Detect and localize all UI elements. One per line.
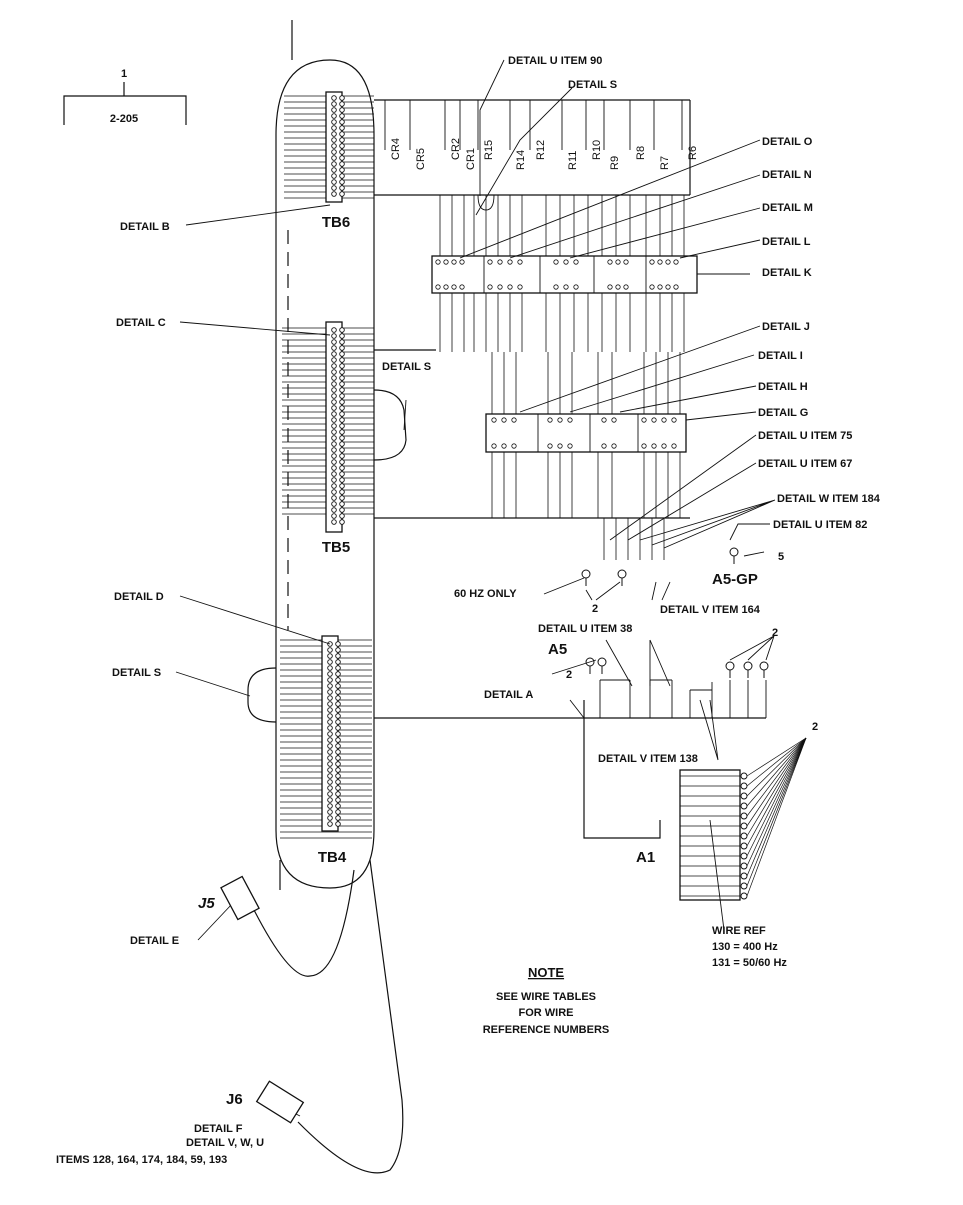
callout-detail-v-item-164: DETAIL V ITEM 164	[660, 604, 761, 616]
strip-terminals	[435, 259, 679, 449]
a5-assembly	[583, 679, 767, 839]
callout-detail-n: DETAIL N	[762, 169, 812, 181]
callout-60hz-only: 60 HZ ONLY	[454, 588, 517, 600]
j6-label: J6	[226, 1091, 243, 1108]
terminal-studs	[327, 95, 345, 827]
number-two-d: 2	[812, 721, 818, 733]
callout-detail-j: DETAIL J	[762, 321, 810, 333]
callout-detail-w-item-184: DETAIL W ITEM 184	[777, 493, 881, 505]
callout-detail-u-item-67: DETAIL U ITEM 67	[758, 458, 852, 470]
callout-detail-a: DETAIL A	[484, 689, 533, 701]
leader-lines	[175, 59, 776, 1117]
callout-detail-s-mid: DETAIL S	[382, 361, 431, 373]
sheet-page: 2-205	[110, 113, 138, 125]
callout-detail-u-item-75: DETAIL U ITEM 75	[758, 430, 852, 442]
component-label: R6	[687, 146, 699, 160]
callout-detail-m: DETAIL M	[762, 202, 813, 214]
callout-labels: DETAIL U ITEM 90 DETAIL S DETAIL O DETAI…	[56, 55, 881, 1166]
wire-reference: WIRE REF 130 = 400 Hz 131 = 50/60 Hz	[712, 925, 787, 969]
callout-detail-e: DETAIL E	[130, 935, 179, 947]
sheet-reference: 1 2-205	[63, 68, 187, 125]
number-five: 5	[778, 551, 784, 563]
sheet-number: 1	[121, 68, 127, 80]
callout-detail-b: DETAIL B	[120, 221, 170, 233]
a1-label: A1	[636, 849, 655, 866]
component-label: R7	[659, 156, 671, 170]
component-label: R15	[483, 140, 495, 160]
component-label: CR4	[390, 138, 402, 160]
component-label: CR5	[415, 148, 427, 170]
component-label: R10	[591, 140, 603, 160]
number-two-c: 2	[772, 627, 778, 639]
ring-lugs	[581, 547, 769, 678]
note-block: NOTE SEE WIRE TABLES FOR WIRE REFERENCE …	[483, 965, 610, 1036]
wire-ref-line1: 130 = 400 Hz	[712, 941, 778, 953]
wire-ref-line2: 131 = 50/60 Hz	[712, 957, 787, 969]
component-label: R9	[609, 156, 621, 170]
callout-detail-v-item-138: DETAIL V ITEM 138	[598, 753, 698, 765]
harness-trunk	[275, 59, 375, 889]
j5-label: J5	[198, 895, 215, 912]
note-line3: REFERENCE NUMBERS	[483, 1024, 610, 1036]
j6-cable: J6	[226, 859, 404, 1174]
callout-detail-h: DETAIL H	[758, 381, 808, 393]
j5-cable: J5	[198, 869, 355, 977]
callout-detail-u-item-38: DETAIL U ITEM 38	[538, 623, 632, 635]
callout-detail-s-top: DETAIL S	[568, 79, 617, 91]
callout-detail-vwu: DETAIL V, W, U	[186, 1137, 264, 1149]
callout-detail-u-item-90: DETAIL U ITEM 90	[508, 55, 602, 67]
vertical-wire-runs	[439, 195, 685, 560]
a1-terminal-rack: A1	[636, 737, 807, 901]
callout-detail-o: DETAIL O	[762, 136, 813, 148]
a5-label: A5	[548, 641, 567, 658]
tb5-label: TB5	[322, 539, 350, 556]
callout-detail-d: DETAIL D	[114, 591, 164, 603]
tb6-label: TB6	[322, 214, 350, 231]
note-line2: FOR WIRE	[519, 1007, 574, 1019]
component-label: CR1	[465, 148, 477, 170]
callout-items-list: ITEMS 128, 164, 174, 184, 59, 193	[56, 1154, 227, 1166]
callout-detail-s-low: DETAIL S	[112, 667, 161, 679]
component-label: R14	[515, 150, 527, 170]
terminal-board-tb6: TB6	[322, 91, 350, 231]
callout-detail-k: DETAIL K	[762, 267, 812, 279]
tb4-label: TB4	[318, 849, 347, 866]
terminal-strip-upper	[431, 255, 750, 294]
number-two-a: 2	[592, 603, 598, 615]
callout-detail-f: DETAIL F	[194, 1123, 243, 1135]
callout-detail-g: DETAIL G	[758, 407, 808, 419]
callout-detail-u-item-82: DETAIL U ITEM 82	[773, 519, 867, 531]
wire-ref-title: WIRE REF	[712, 925, 766, 937]
number-two-b: 2	[566, 669, 572, 681]
side-loop-mid	[373, 389, 407, 461]
note-line1: SEE WIRE TABLES	[496, 991, 596, 1003]
component-label: CR2	[450, 138, 462, 160]
callout-detail-i: DETAIL I	[758, 350, 803, 362]
a5-gp-label: A5-GP	[712, 571, 758, 588]
note-heading: NOTE	[528, 965, 564, 980]
component-label: R8	[635, 146, 647, 160]
component-label: R12	[535, 140, 547, 160]
callout-detail-c: DETAIL C	[116, 317, 166, 329]
side-loop-low	[247, 667, 277, 723]
callout-detail-l: DETAIL L	[762, 236, 811, 248]
component-label: R11	[567, 151, 579, 170]
